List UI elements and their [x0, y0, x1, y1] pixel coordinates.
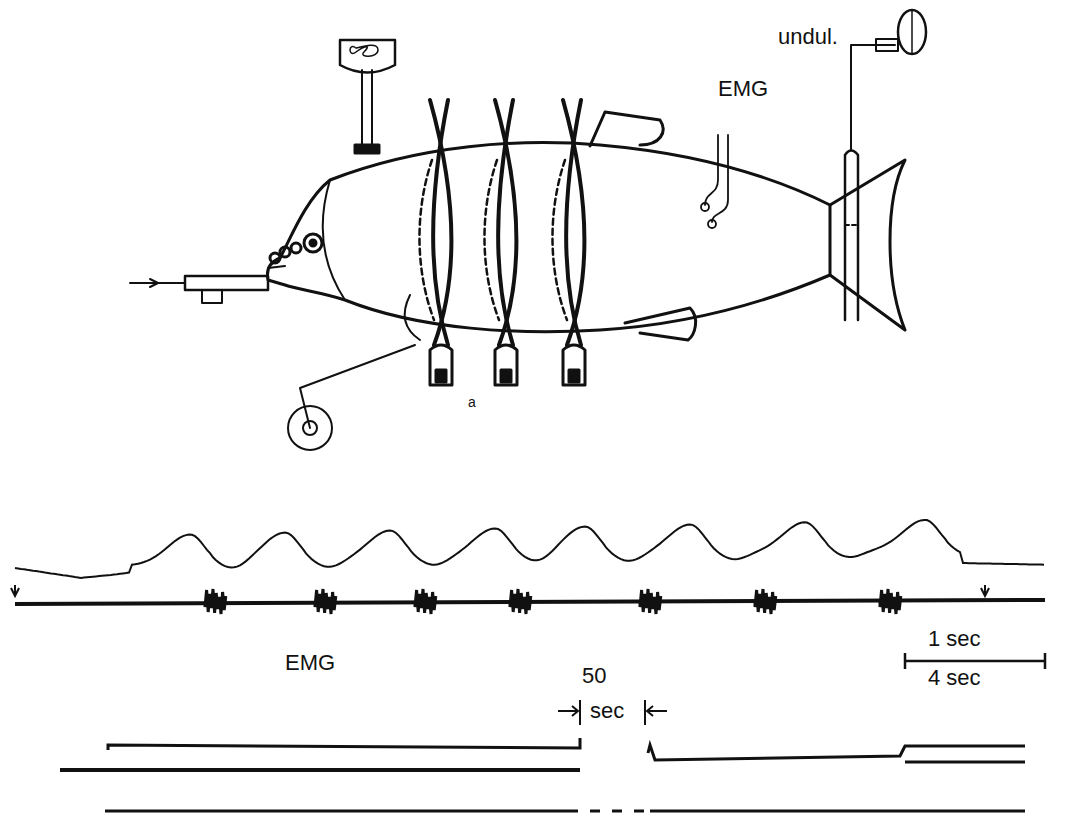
time-gap-unit: sec	[590, 700, 624, 722]
clamp-pin	[419, 160, 434, 320]
emg-burst	[510, 589, 531, 614]
slow-trace	[60, 768, 580, 772]
event-marker	[981, 585, 989, 596]
clamp-screw	[569, 370, 579, 382]
emg-burst	[755, 589, 776, 614]
clamp-base	[430, 345, 452, 385]
clamp-screw	[501, 370, 511, 382]
recording-traces	[11, 520, 1045, 811]
slow-trace	[905, 761, 1025, 764]
clamp-bar	[495, 100, 517, 345]
time-base	[105, 810, 1025, 813]
clamp-pin	[552, 160, 567, 320]
gap-marker	[580, 700, 645, 725]
slow-trace	[648, 745, 1025, 760]
clamp-pin	[484, 160, 499, 320]
slow-trace	[108, 738, 580, 750]
scale-label: 1 sec	[928, 628, 981, 650]
emg-burst	[415, 589, 436, 614]
clamp-bar	[433, 100, 448, 345]
clamp-group	[419, 100, 585, 385]
emg-burst	[640, 589, 661, 614]
clamp-base	[563, 345, 585, 385]
panel-letter: a	[468, 395, 476, 409]
time-gap-value: 50	[582, 665, 606, 687]
scale-label: 4 sec	[928, 667, 981, 689]
clamp-bar	[430, 100, 452, 345]
emg-burst	[315, 589, 336, 614]
clamp-screw	[436, 370, 446, 382]
undulator-label: undul.	[778, 26, 838, 48]
undulation-trace	[15, 520, 1044, 578]
emg-label: EMG	[718, 78, 768, 100]
emg-burst	[205, 589, 226, 614]
clamp-bar	[566, 100, 581, 345]
clamp-bar	[498, 100, 513, 345]
clamp-base	[495, 345, 517, 385]
event-marker	[11, 585, 19, 596]
emg-label: EMG	[285, 652, 335, 674]
emg-burst	[880, 589, 901, 614]
clamp-bar	[563, 100, 585, 345]
